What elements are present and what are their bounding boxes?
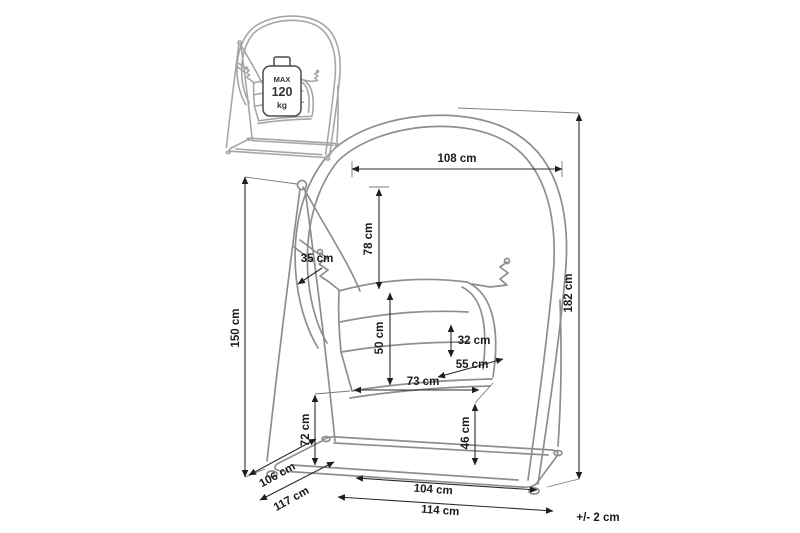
dim-armrest-label: 32 cm — [458, 335, 491, 347]
seat-rear-edge — [340, 341, 471, 353]
dim-seat-depth: 55 cm — [437, 357, 504, 379]
dim-left-clearance-label: 72 cm — [300, 414, 312, 447]
dim-base-depth-outer-line — [259, 461, 335, 501]
badge-unit-label: kg — [277, 100, 287, 110]
dim-base-width-inner-label: 104 cm — [413, 483, 453, 498]
dim-total-height-label: 182 cm — [563, 273, 575, 312]
left-front-leg — [266, 188, 301, 462]
dim-seat-ground-clearance: 46 cm — [460, 382, 494, 466]
dim-fold-gap: 35 cm — [297, 253, 334, 285]
dim-base-width-outer-label: 114 cm — [421, 504, 460, 519]
base-rear-tube — [333, 442, 549, 456]
dim-canopy-height-label: 78 cm — [363, 223, 375, 256]
spring-anchor-left — [316, 248, 324, 256]
spring-anchor-right — [503, 257, 511, 265]
dim-seat-width-label: 73 cm — [407, 376, 440, 388]
dim-fold-gap-label: 35 cm — [301, 253, 334, 265]
dim-backrest-label: 50 cm — [374, 322, 386, 355]
base-front-tube — [291, 464, 519, 481]
dim-seat-left-clearance: 72 cm — [300, 390, 351, 466]
dim-side-frame-label: 150 cm — [230, 308, 242, 347]
dim-fold-gap-arrow — [297, 267, 323, 285]
hoop-outer-tube — [294, 114, 568, 485]
dim-total-height: 182 cm — [457, 107, 583, 488]
dim-seat-width: 73 cm — [353, 376, 480, 394]
badge-max-label: MAX — [274, 75, 291, 84]
hoop-inner-tube — [306, 125, 555, 481]
dim-total-height-ext-bottom — [546, 478, 580, 488]
dim-side-frame-ext-top — [244, 176, 298, 185]
dim-base-depth-outer: 117 cm — [259, 461, 335, 514]
thumbnail-preview: MAX 120 kg — [226, 15, 341, 161]
dim-seat-depth-line — [437, 357, 504, 379]
dim-seat-depth-label: 55 cm — [456, 359, 489, 371]
canopy-strut — [302, 186, 361, 292]
dim-total-height-ext-top — [457, 107, 580, 114]
armrest-inner — [461, 286, 486, 370]
fold-joint — [296, 179, 308, 191]
dim-base-width-inner: 104 cm — [355, 475, 538, 498]
foot-rear-right — [553, 449, 563, 457]
foot-rear-left — [321, 435, 331, 443]
left-rear-leg — [304, 188, 336, 442]
fold-bracket-a — [293, 246, 315, 263]
dim-left-clearance-ext — [314, 390, 351, 395]
dim-base-width-outer: 114 cm — [337, 494, 554, 519]
dim-ground-clearance-ext — [474, 382, 494, 404]
backrest-left-edge — [337, 290, 342, 353]
dim-base-width-inner-line — [355, 475, 538, 493]
badge-body — [262, 65, 302, 117]
fold-bracket-b — [299, 239, 321, 256]
dim-base-depth-outer-label: 117 cm — [272, 485, 311, 514]
badge-value-label: 120 — [272, 85, 293, 99]
dim-base-width-outer-line — [337, 494, 554, 514]
dim-side-frame-height: 150 cm — [230, 176, 298, 478]
cushion-seam — [339, 310, 469, 323]
right-rear-leg — [557, 299, 562, 447]
seat-left-edge — [340, 351, 353, 392]
spring-left — [318, 252, 340, 291]
dim-backrest-height: 50 cm — [374, 292, 394, 386]
dim-hoop-width: 108 cm — [351, 153, 563, 177]
dim-ground-clearance-label: 46 cm — [460, 417, 472, 450]
dim-armrest-height: 32 cm — [447, 324, 491, 358]
max-load-badge: MAX 120 kg — [262, 56, 302, 117]
tolerance-note: +/- 2 cm — [576, 512, 619, 524]
dim-base-depth-inner-label: 106 cm — [258, 461, 298, 490]
spring-right — [471, 261, 509, 288]
dim-canopy-height: 78 cm — [363, 186, 389, 290]
dim-side-frame-ext-bottom — [244, 468, 266, 478]
backrest-top-edge — [338, 278, 468, 292]
dim-hoop-width-label: 108 cm — [437, 153, 476, 165]
foot-front-right — [528, 487, 540, 495]
